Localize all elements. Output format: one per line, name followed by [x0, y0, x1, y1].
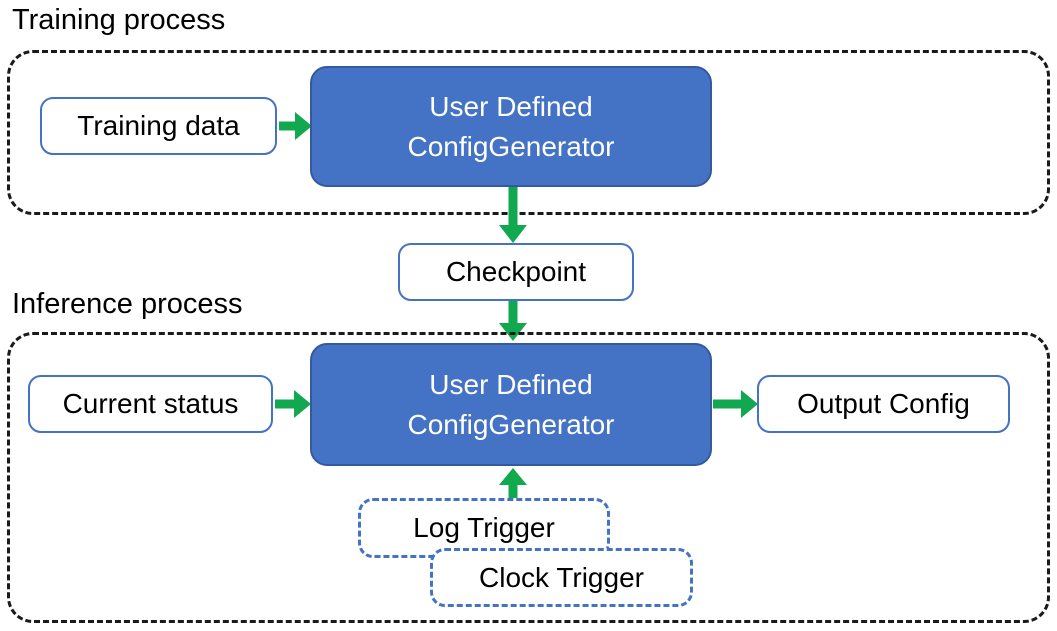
output-config-box: Output Config: [757, 375, 1010, 433]
arrow-right-icon: [713, 390, 758, 418]
arrow-up-icon: [499, 468, 527, 498]
arrow-right-icon: [279, 112, 312, 140]
training-config-generator-box: User Defined ConfigGenerator: [310, 66, 712, 187]
inference-process-title: Inference process: [12, 288, 243, 320]
arrow-down-icon: [499, 301, 527, 341]
training-config-generator-line1: User Defined: [429, 91, 593, 123]
arrow-down-icon: [499, 187, 527, 243]
training-process-container: [7, 50, 1050, 215]
inference-config-generator-box: User Defined ConfigGenerator: [310, 343, 712, 466]
training-config-generator-line2: ConfigGenerator: [407, 130, 615, 162]
checkpoint-box: Checkpoint: [398, 243, 634, 301]
inference-config-generator-line1: User Defined: [429, 369, 593, 401]
inference-config-generator-line2: ConfigGenerator: [407, 408, 615, 440]
inference-process-container: [7, 332, 1050, 623]
training-process-title: Training process: [12, 4, 226, 36]
current-status-box: Current status: [28, 375, 273, 433]
arrow-right-icon: [275, 390, 311, 418]
training-data-box: Training data: [40, 97, 277, 155]
clock-trigger-box: Clock Trigger: [430, 548, 693, 607]
